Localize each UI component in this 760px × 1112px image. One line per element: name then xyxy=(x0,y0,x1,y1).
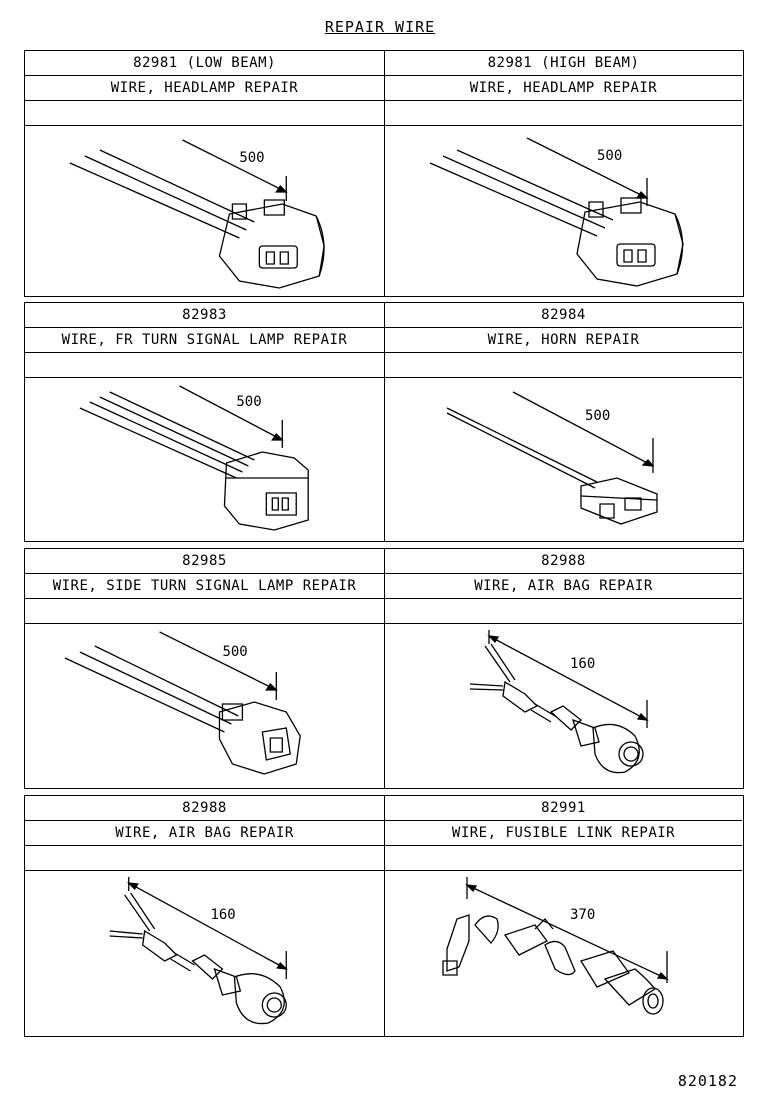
dimension-label: 160 xyxy=(210,907,235,923)
dimension-label: 500 xyxy=(585,408,610,424)
part-number: 82985 xyxy=(25,549,384,574)
air-bag-connector-drawing: 160 xyxy=(385,624,742,788)
part-number: 82981 (LOW BEAM) xyxy=(25,51,384,76)
blank-row xyxy=(25,101,384,126)
dimension-label: 160 xyxy=(570,656,595,672)
part-name: WIRE, HORN REPAIR xyxy=(385,328,742,353)
dimension-label: 500 xyxy=(597,148,622,164)
part-number: 82988 xyxy=(385,549,742,574)
part-number: 82984 xyxy=(385,303,742,328)
blank-row xyxy=(385,599,742,624)
turn-signal-connector-drawing: 500 xyxy=(25,378,384,541)
part-name: WIRE, HEADLAMP REPAIR xyxy=(25,76,384,101)
blank-row xyxy=(385,846,742,871)
air-bag-connector-drawing: 160 xyxy=(25,871,384,1036)
blank-row xyxy=(385,353,742,378)
part-number: 82981 (HIGH BEAM) xyxy=(385,51,742,76)
parts-block-2: 82983 WIRE, FR TURN SIGNAL LAMP REPAIR 5… xyxy=(24,302,744,542)
dimension-label: 500 xyxy=(239,150,264,166)
dimension-label: 500 xyxy=(222,644,247,660)
part-cell-fr-turn-signal: 82983 WIRE, FR TURN SIGNAL LAMP REPAIR 5… xyxy=(25,303,385,541)
part-number: 82983 xyxy=(25,303,384,328)
part-number: 82991 xyxy=(385,796,742,821)
dimension-label: 500 xyxy=(236,394,261,410)
headlamp-connector-drawing: 500 xyxy=(385,126,742,296)
part-number: 82988 xyxy=(25,796,384,821)
parts-block-4: 82988 WIRE, AIR BAG REPAIR 160 82991 WIR… xyxy=(24,795,744,1037)
blank-row xyxy=(25,599,384,624)
part-cell-headlamp-high: 82981 (HIGH BEAM) WIRE, HEADLAMP REPAIR … xyxy=(385,51,742,296)
blank-row xyxy=(25,846,384,871)
fusible-link-drawing: 370 xyxy=(385,871,742,1036)
parts-block-3: 82985 WIRE, SIDE TURN SIGNAL LAMP REPAIR… xyxy=(24,548,744,789)
dimension-label: 370 xyxy=(570,907,595,923)
part-name: WIRE, AIR BAG REPAIR xyxy=(25,821,384,846)
part-cell-horn: 82984 WIRE, HORN REPAIR 500 xyxy=(385,303,742,541)
side-turn-signal-connector-drawing: 500 xyxy=(25,624,384,788)
part-cell-side-turn-signal: 82985 WIRE, SIDE TURN SIGNAL LAMP REPAIR… xyxy=(25,549,385,788)
part-name: WIRE, SIDE TURN SIGNAL LAMP REPAIR xyxy=(25,574,384,599)
blank-row xyxy=(385,101,742,126)
catalog-number: 820182 xyxy=(677,1072,738,1090)
page-title: REPAIR WIRE xyxy=(324,18,436,36)
part-name: WIRE, FUSIBLE LINK REPAIR xyxy=(385,821,742,846)
part-name: WIRE, HEADLAMP REPAIR xyxy=(385,76,742,101)
part-cell-air-bag-1: 82988 WIRE, AIR BAG REPAIR 160 xyxy=(385,549,742,788)
horn-terminal-drawing: 500 xyxy=(385,378,742,541)
part-cell-headlamp-low: 82981 (LOW BEAM) WIRE, HEADLAMP REPAIR 5… xyxy=(25,51,385,296)
blank-row xyxy=(25,353,384,378)
headlamp-connector-drawing: 500 xyxy=(25,126,384,296)
part-name: WIRE, AIR BAG REPAIR xyxy=(385,574,742,599)
parts-block-1: 82981 (LOW BEAM) WIRE, HEADLAMP REPAIR 5… xyxy=(24,50,744,297)
part-cell-fusible-link: 82991 WIRE, FUSIBLE LINK REPAIR 370 xyxy=(385,796,742,1036)
part-name: WIRE, FR TURN SIGNAL LAMP REPAIR xyxy=(25,328,384,353)
part-cell-air-bag-2: 82988 WIRE, AIR BAG REPAIR 160 xyxy=(25,796,385,1036)
